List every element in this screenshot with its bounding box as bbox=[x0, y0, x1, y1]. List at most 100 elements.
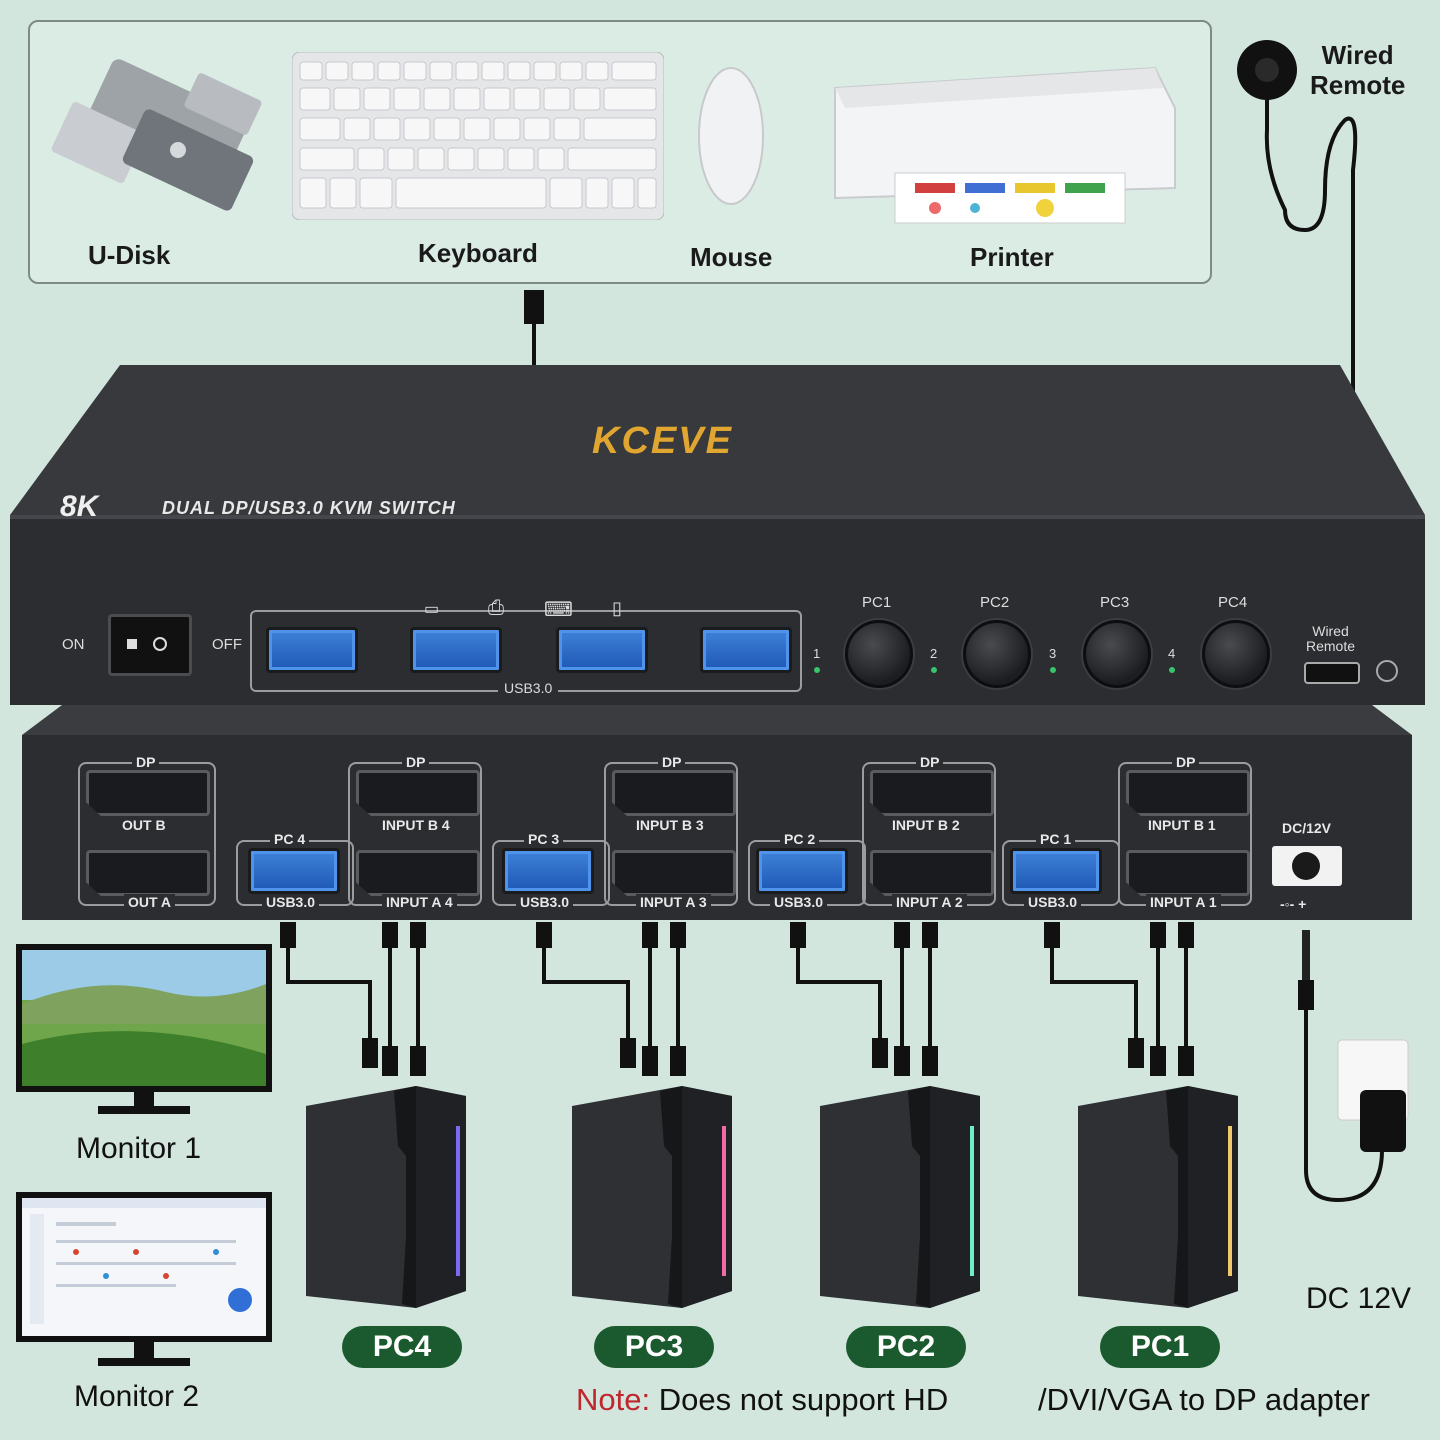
pc-cables bbox=[280, 922, 1194, 1076]
usb-port-3[interactable] bbox=[556, 627, 648, 673]
remote-jack[interactable] bbox=[1376, 660, 1398, 682]
remote-port-label-line2: Remote bbox=[1306, 638, 1356, 654]
usb-port-1[interactable] bbox=[266, 627, 358, 673]
pc3-usb-group-label: PC 3 bbox=[524, 831, 564, 847]
8k-badge: 8K bbox=[60, 490, 99, 523]
dc-jack[interactable] bbox=[1272, 846, 1342, 886]
usb-group-label: USB3.0 bbox=[498, 680, 559, 696]
keyboard-port-icon: ⌨ bbox=[544, 599, 573, 621]
pc1-button-label: PC1 bbox=[862, 594, 892, 611]
note-line-2: /DVI/VGA to DP adapter bbox=[1038, 1382, 1370, 1417]
led-number-2: 2 bbox=[930, 646, 938, 661]
pc4-tower bbox=[306, 1086, 466, 1308]
led-number-4: 4 bbox=[1168, 646, 1176, 661]
dc-jack-label: DC/12V bbox=[1282, 820, 1332, 836]
wired-remote-label: Wired Remote bbox=[1310, 40, 1405, 100]
pc1-usb-port[interactable] bbox=[1010, 848, 1102, 894]
pc4-dp-label: DP bbox=[402, 754, 430, 770]
out-a-label: OUT A bbox=[124, 894, 176, 910]
pc3-input-b-label: INPUT B 3 bbox=[632, 817, 708, 833]
remote-port-label-line1: Wired bbox=[1312, 623, 1349, 639]
pc2-input-a-port[interactable] bbox=[870, 850, 994, 896]
pc1-input-a-label: INPUT A 1 bbox=[1146, 894, 1221, 910]
pc2-tower bbox=[820, 1086, 980, 1308]
pc3-input-b-port[interactable] bbox=[612, 770, 736, 816]
mouse-port-icon: ▯ bbox=[612, 598, 622, 618]
pc2-usb-label: USB3.0 bbox=[770, 894, 828, 910]
pc3-input-a-label: INPUT A 3 bbox=[636, 894, 711, 910]
printer-label: Printer bbox=[970, 242, 1054, 272]
pc2-input-b-port[interactable] bbox=[870, 770, 994, 816]
led-2 bbox=[931, 667, 937, 673]
led-number-3: 3 bbox=[1049, 646, 1057, 661]
out-dp-label: DP bbox=[132, 754, 160, 770]
pc4-usb-port[interactable] bbox=[248, 848, 340, 894]
pc2-usb-port[interactable] bbox=[756, 848, 848, 894]
note-line-1: Note: Does not support HD bbox=[576, 1382, 948, 1418]
pc2-badge: PC2 bbox=[846, 1326, 966, 1368]
pc2-button[interactable] bbox=[963, 620, 1031, 688]
power-off-mark bbox=[153, 637, 167, 651]
pc1-input-a-port[interactable] bbox=[1126, 850, 1250, 896]
dc-jack-hole bbox=[1292, 852, 1320, 880]
pc2-button-label: PC2 bbox=[980, 594, 1010, 611]
u-disk-icon bbox=[51, 59, 262, 211]
power-on-mark bbox=[127, 639, 137, 649]
monitor-1-label: Monitor 1 bbox=[76, 1132, 202, 1165]
pc3-button[interactable] bbox=[1083, 620, 1151, 688]
power-cable bbox=[1298, 930, 1409, 1203]
pc2-input-b-label: INPUT B 2 bbox=[888, 817, 964, 833]
dp-out-a-port[interactable] bbox=[86, 850, 210, 896]
wired-remote-label-line2: Remote bbox=[1310, 70, 1406, 100]
pc1-dp-label: DP bbox=[1172, 754, 1200, 770]
on-label: ON bbox=[62, 636, 85, 653]
pc4-button[interactable] bbox=[1202, 620, 1270, 688]
mouse-icon bbox=[698, 67, 764, 205]
note-text: Does not support HD bbox=[658, 1382, 949, 1417]
power-switch[interactable] bbox=[108, 614, 192, 676]
pc4-input-b-port[interactable] bbox=[356, 770, 480, 816]
pc1-badge: PC1 bbox=[1100, 1326, 1220, 1368]
dc-12v-label: DC 12V bbox=[1306, 1282, 1412, 1315]
printer-port-icon: ⎙ bbox=[488, 597, 504, 619]
led-3 bbox=[1050, 667, 1056, 673]
led-number-1: 1 bbox=[813, 646, 821, 661]
monitor-2 bbox=[16, 1192, 272, 1366]
pc1-tower bbox=[1078, 1086, 1238, 1308]
usb-port-2[interactable] bbox=[410, 627, 502, 673]
pc2-dp-label: DP bbox=[916, 754, 944, 770]
dp-out-b-port[interactable] bbox=[86, 770, 210, 816]
led-1 bbox=[814, 667, 820, 673]
pc4-usb-label: USB3.0 bbox=[262, 894, 320, 910]
pc2-input-a-label: INPUT A 2 bbox=[892, 894, 967, 910]
out-b-label: OUT B bbox=[118, 817, 170, 833]
off-label: OFF bbox=[212, 636, 242, 653]
pc1-input-b-label: INPUT B 1 bbox=[1144, 817, 1220, 833]
pc4-input-a-label: INPUT A 4 bbox=[382, 894, 457, 910]
usb-disk-icon: ▭ bbox=[424, 601, 440, 618]
pc1-input-b-port[interactable] bbox=[1126, 770, 1250, 816]
remote-port[interactable] bbox=[1304, 662, 1360, 684]
pc3-usb-port[interactable] bbox=[502, 848, 594, 894]
pc3-tower bbox=[572, 1086, 732, 1308]
monitor-2-label: Monitor 2 bbox=[74, 1380, 200, 1413]
keyboard-icon bbox=[292, 52, 664, 220]
usb-port-4[interactable] bbox=[700, 627, 792, 673]
pc4-input-a-port[interactable] bbox=[356, 850, 480, 896]
printer-icon bbox=[834, 66, 1176, 224]
pc3-input-a-port[interactable] bbox=[612, 850, 736, 896]
remote-port-label: Wired Remote bbox=[1306, 624, 1355, 654]
led-4 bbox=[1169, 667, 1175, 673]
pc1-usb-label: USB3.0 bbox=[1024, 894, 1082, 910]
pc4-usb-group-label: PC 4 bbox=[270, 831, 310, 847]
u-disk-label: U-Disk bbox=[88, 240, 171, 270]
pc1-usb-group-label: PC 1 bbox=[1036, 831, 1076, 847]
wired-remote-label-line1: Wired bbox=[1321, 40, 1394, 70]
kvm-front-panel bbox=[10, 365, 1425, 705]
pc1-button[interactable] bbox=[845, 620, 913, 688]
brand-logo: KCEVE bbox=[592, 420, 733, 462]
pc4-button-label: PC4 bbox=[1218, 594, 1248, 611]
pc2-usb-group-label: PC 2 bbox=[780, 831, 820, 847]
pc4-input-b-label: INPUT B 4 bbox=[378, 817, 454, 833]
pc3-usb-label: USB3.0 bbox=[516, 894, 574, 910]
